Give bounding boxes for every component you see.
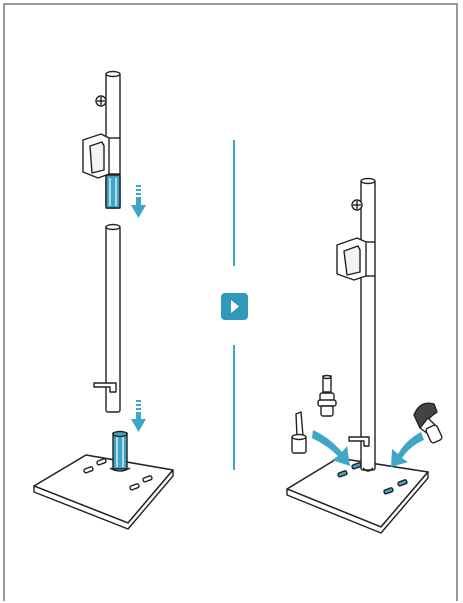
dusting-tool-icon: [317, 374, 337, 417]
brush-tool-icon: [413, 402, 443, 444]
left-panel: [33, 70, 174, 530]
right-panel: [286, 177, 443, 534]
upper-tube: [82, 70, 121, 209]
middle-tube: [93, 223, 121, 413]
down-arrow-icon: [131, 185, 146, 218]
page-frame: [3, 3, 458, 601]
insert-arrow-icon: [312, 430, 350, 466]
base-plate: [286, 457, 429, 534]
down-arrow-icon: [131, 400, 146, 432]
base-plate: [33, 430, 174, 530]
insert-arrow-icon: [391, 432, 424, 467]
assembled-pole: [336, 177, 376, 472]
chevron-right-icon: [221, 293, 248, 320]
crevice-tool-icon: [291, 411, 307, 454]
next-step-button[interactable]: [221, 293, 248, 320]
